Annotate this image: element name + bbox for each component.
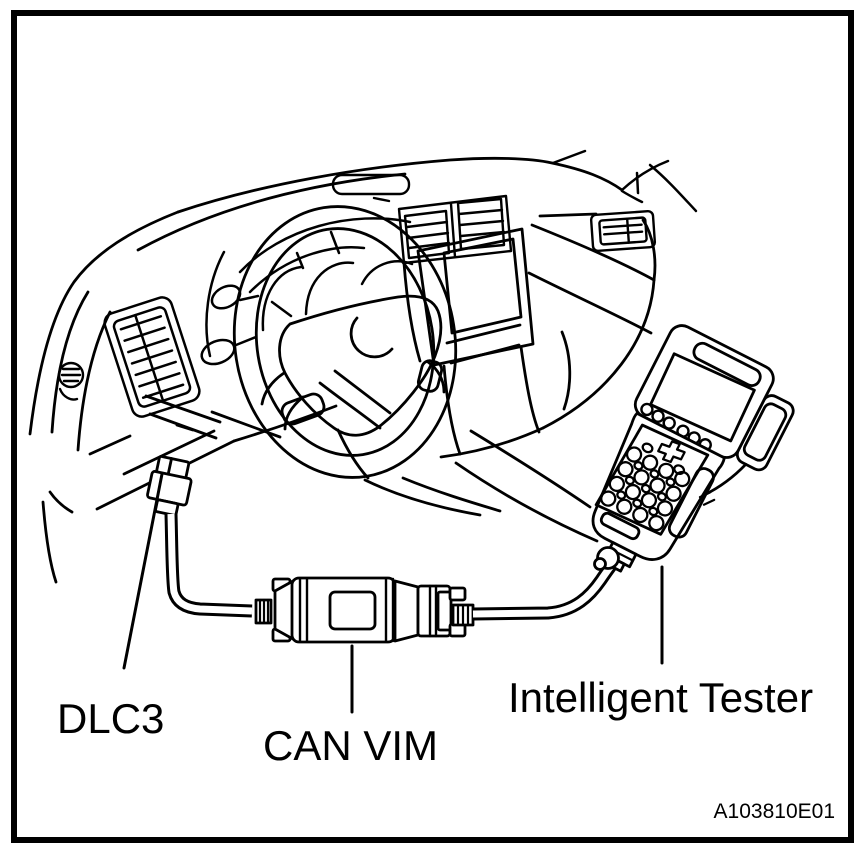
instrument-cluster [238, 217, 414, 332]
horn-ring [349, 316, 394, 359]
dlc3-label: DLC3 [57, 695, 164, 742]
a-pillar-sketch-lines [551, 149, 698, 213]
dlc3-leader-line [122, 472, 164, 670]
figure-border [11, 10, 854, 843]
center-vents [397, 194, 513, 265]
glove-box-curves [439, 212, 657, 543]
tester-bottom-slot [599, 511, 641, 541]
dashboard-illustration [28, 149, 698, 584]
tester-side-panel [667, 467, 715, 539]
can-vim-label: CAN VIM [263, 722, 438, 769]
driver-side-vent [103, 296, 201, 418]
tester-screen [649, 352, 756, 443]
vim-label-window [328, 590, 377, 631]
figure-code: A103810E01 [714, 800, 835, 823]
intelligent-tester-label: Intelligent Tester [508, 674, 813, 721]
defroster-vent [331, 173, 411, 203]
intelligent-tester-device [591, 324, 795, 573]
leader-lines [122, 472, 664, 714]
can-vim-adapter [254, 576, 475, 644]
under-dash-lines [210, 410, 502, 517]
tester-keypad-keys [600, 446, 691, 532]
cable-plug-collar [593, 546, 620, 571]
dlc3-cable [164, 513, 253, 618]
steering-wheel [232, 205, 458, 480]
door-lock-knob [57, 361, 85, 401]
dash-top-outline [28, 156, 624, 452]
passenger-vent [589, 210, 657, 252]
tester-handle-slot [692, 341, 762, 387]
tester-dpad [657, 440, 686, 464]
center-display [402, 227, 541, 456]
